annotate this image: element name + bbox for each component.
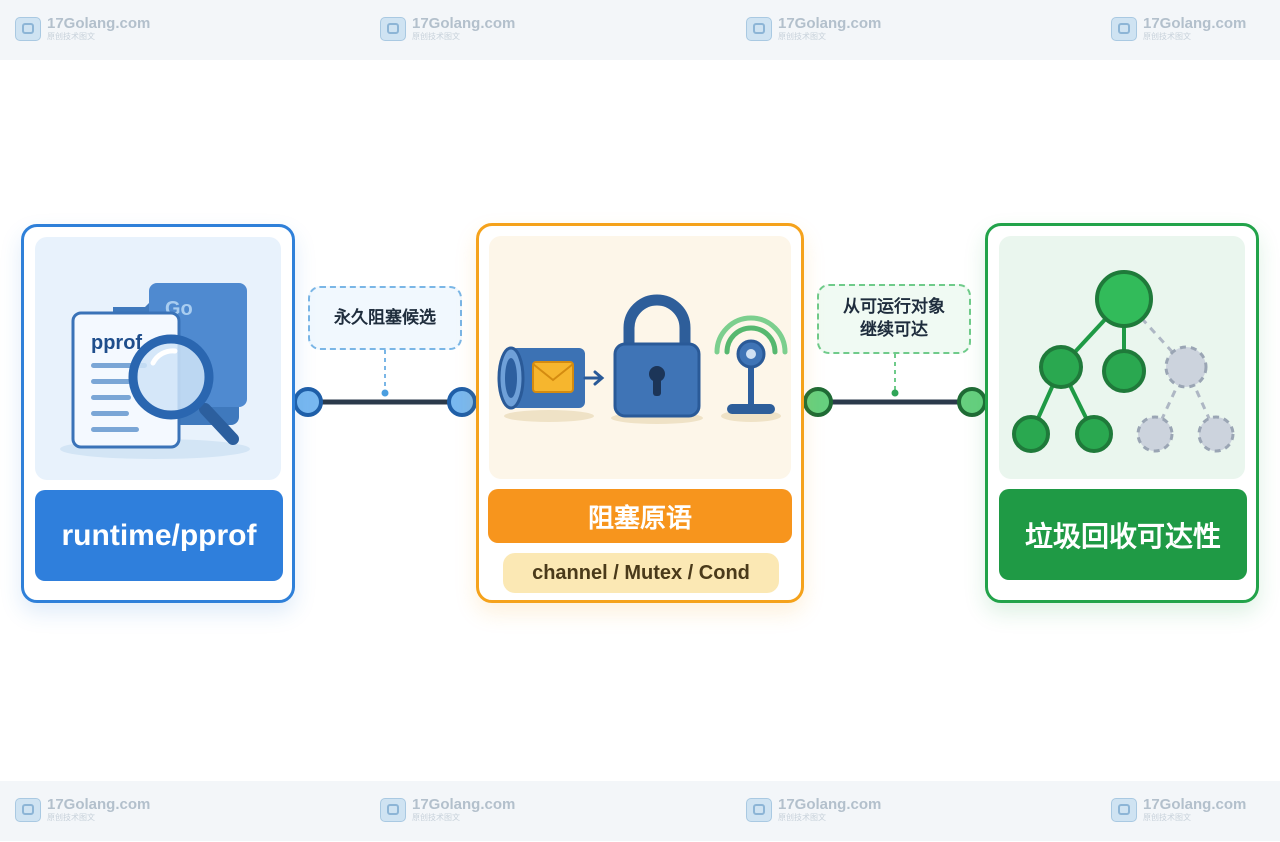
pprof-card-title: runtime/pprof: [35, 490, 283, 581]
left-connector-node-end: [447, 387, 477, 417]
gc-reachability-illustration: [999, 236, 1245, 479]
watermark-brand: 17Golang.com: [1143, 15, 1247, 32]
watermark-logo-icon: [1111, 797, 1137, 822]
watermark-tagline: 原创技术图文: [1143, 32, 1191, 41]
watermark-brand: 17Golang.com: [47, 796, 151, 813]
gc-reachability-card: 垃圾回收可达性: [985, 223, 1259, 603]
watermark-logo-icon: [380, 797, 406, 822]
right-connector-label: 从可运行对象 继续可达: [817, 284, 971, 354]
watermark-logo-icon: [746, 797, 772, 822]
watermark-brand: 17Golang.com: [412, 796, 516, 813]
watermark-tagline: 原创技术图文: [778, 32, 826, 41]
watermark-logo-icon: [380, 16, 406, 41]
gc-reachability-title: 垃圾回收可达性: [999, 489, 1247, 580]
watermark-logo-icon: [15, 16, 41, 41]
blocking-primitives-card: 阻塞原语 channel / Mutex / Cond: [476, 223, 804, 603]
watermark-brand: 17Golang.com: [412, 15, 516, 32]
watermark-tagline: 原创技术图文: [1143, 813, 1191, 822]
svg-text:pprof: pprof: [91, 332, 142, 354]
object-tree-icon: [1012, 270, 1235, 453]
left-connector-node-start: [293, 387, 323, 417]
right-connector-node-start: [803, 387, 833, 417]
blocking-primitives-illustration: [489, 236, 791, 479]
left-connector-label: 永久阻塞候选: [308, 286, 462, 350]
right-connector-node-end: [957, 387, 987, 417]
right-connector-label-line2: 继续可达: [860, 320, 928, 340]
pprof-card-illustration: Go pprof: [35, 237, 281, 480]
padlock-icon: [611, 294, 703, 424]
blocking-primitives-subtitle: channel / Mutex / Cond: [503, 553, 779, 593]
watermark-logo-icon: [15, 797, 41, 822]
watermark-brand: 17Golang.com: [47, 15, 151, 32]
watermark-tagline: 原创技术图文: [778, 813, 826, 822]
watermark-tagline: 原创技术图文: [47, 813, 95, 822]
watermark-logo-icon: [1111, 16, 1137, 41]
watermark-brand: 17Golang.com: [778, 15, 882, 32]
right-label-pointer-dot: [891, 389, 899, 397]
watermark-tagline: 原创技术图文: [412, 32, 460, 41]
magnifier-document-icon: Go pprof: [60, 283, 250, 459]
left-label-pointer-dot: [381, 389, 389, 397]
signal-antenna-icon: [714, 315, 788, 422]
watermark-logo-icon: [746, 16, 772, 41]
watermark-tagline: 原创技术图文: [412, 813, 460, 822]
left-connector-label-text: 永久阻塞候选: [334, 307, 436, 328]
right-connector-label-line1: 从可运行对象: [843, 297, 945, 318]
watermark-brand: 17Golang.com: [1143, 796, 1247, 813]
channel-pipe-icon: [497, 346, 605, 422]
watermark-tagline: 原创技术图文: [47, 32, 95, 41]
watermark-brand: 17Golang.com: [778, 796, 882, 813]
blocking-primitives-title: 阻塞原语: [488, 489, 792, 543]
pprof-card: Go pprof runtime/pprof: [21, 224, 295, 603]
